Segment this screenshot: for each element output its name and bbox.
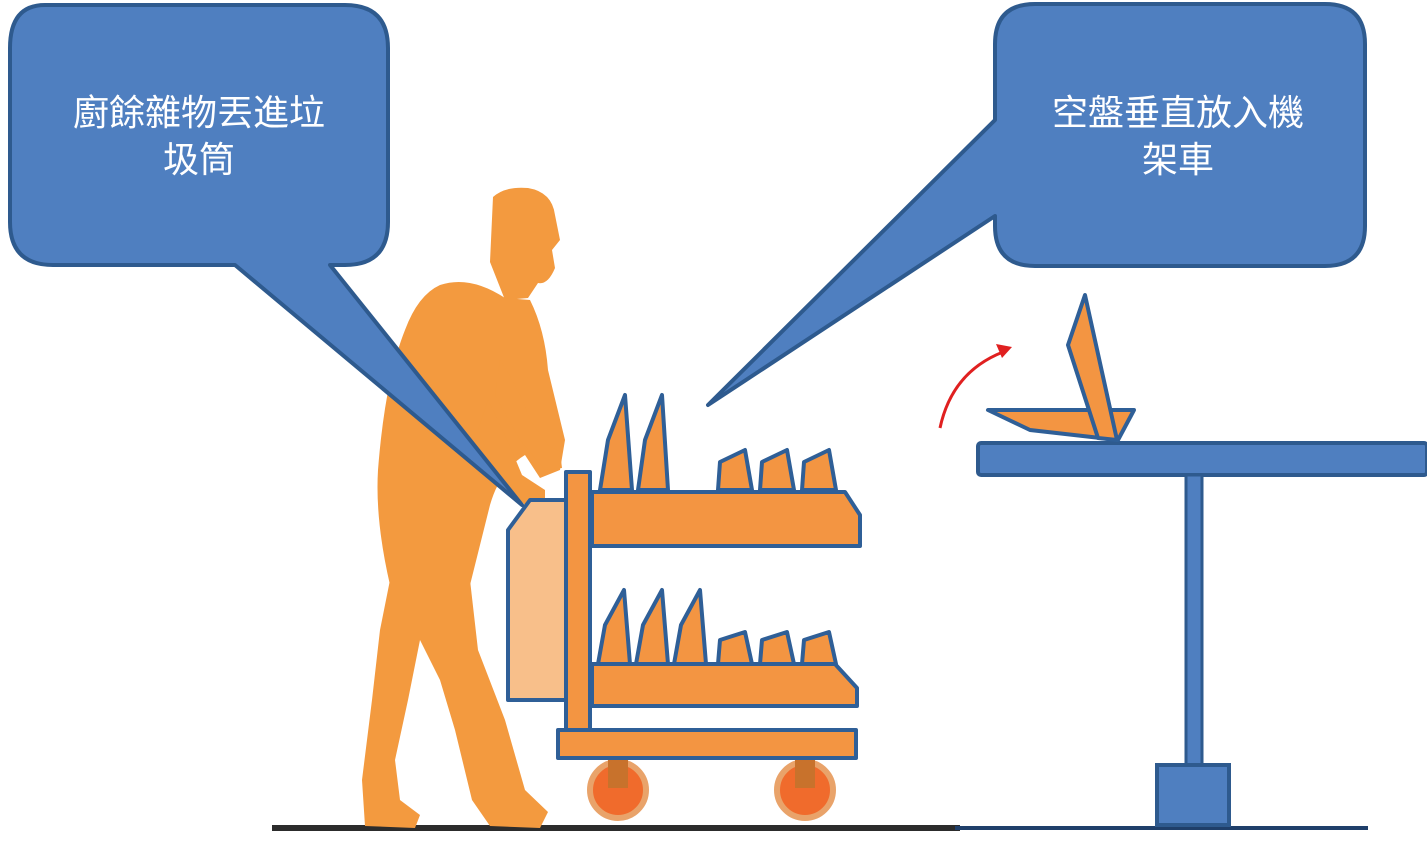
lower-plates xyxy=(598,590,836,664)
table-foot xyxy=(1157,765,1229,825)
cart-wheels xyxy=(590,758,833,818)
callout-left-line1: 廚餘雜物丟進垃 xyxy=(73,93,325,134)
trash-bin xyxy=(508,500,568,700)
dish-rack-cart xyxy=(558,395,860,818)
upper-shelf xyxy=(592,492,860,546)
lower-shelf xyxy=(592,664,857,706)
callout-right-line2: 架車 xyxy=(1142,140,1214,181)
callout-left-line2: 圾筒 xyxy=(163,140,235,181)
callout-right-line1: 空盤垂直放入機 xyxy=(1052,93,1304,134)
callout-left: 廚餘雜物丟進垃 圾筒 xyxy=(10,5,522,505)
tray xyxy=(988,295,1134,440)
upper-plates xyxy=(600,395,836,490)
table-top xyxy=(978,443,1427,475)
cart-base xyxy=(558,730,856,758)
table xyxy=(978,443,1427,825)
cart-post xyxy=(566,472,590,730)
table-leg xyxy=(1186,475,1202,765)
callout-right: 空盤垂直放入機 架車 xyxy=(708,4,1365,405)
